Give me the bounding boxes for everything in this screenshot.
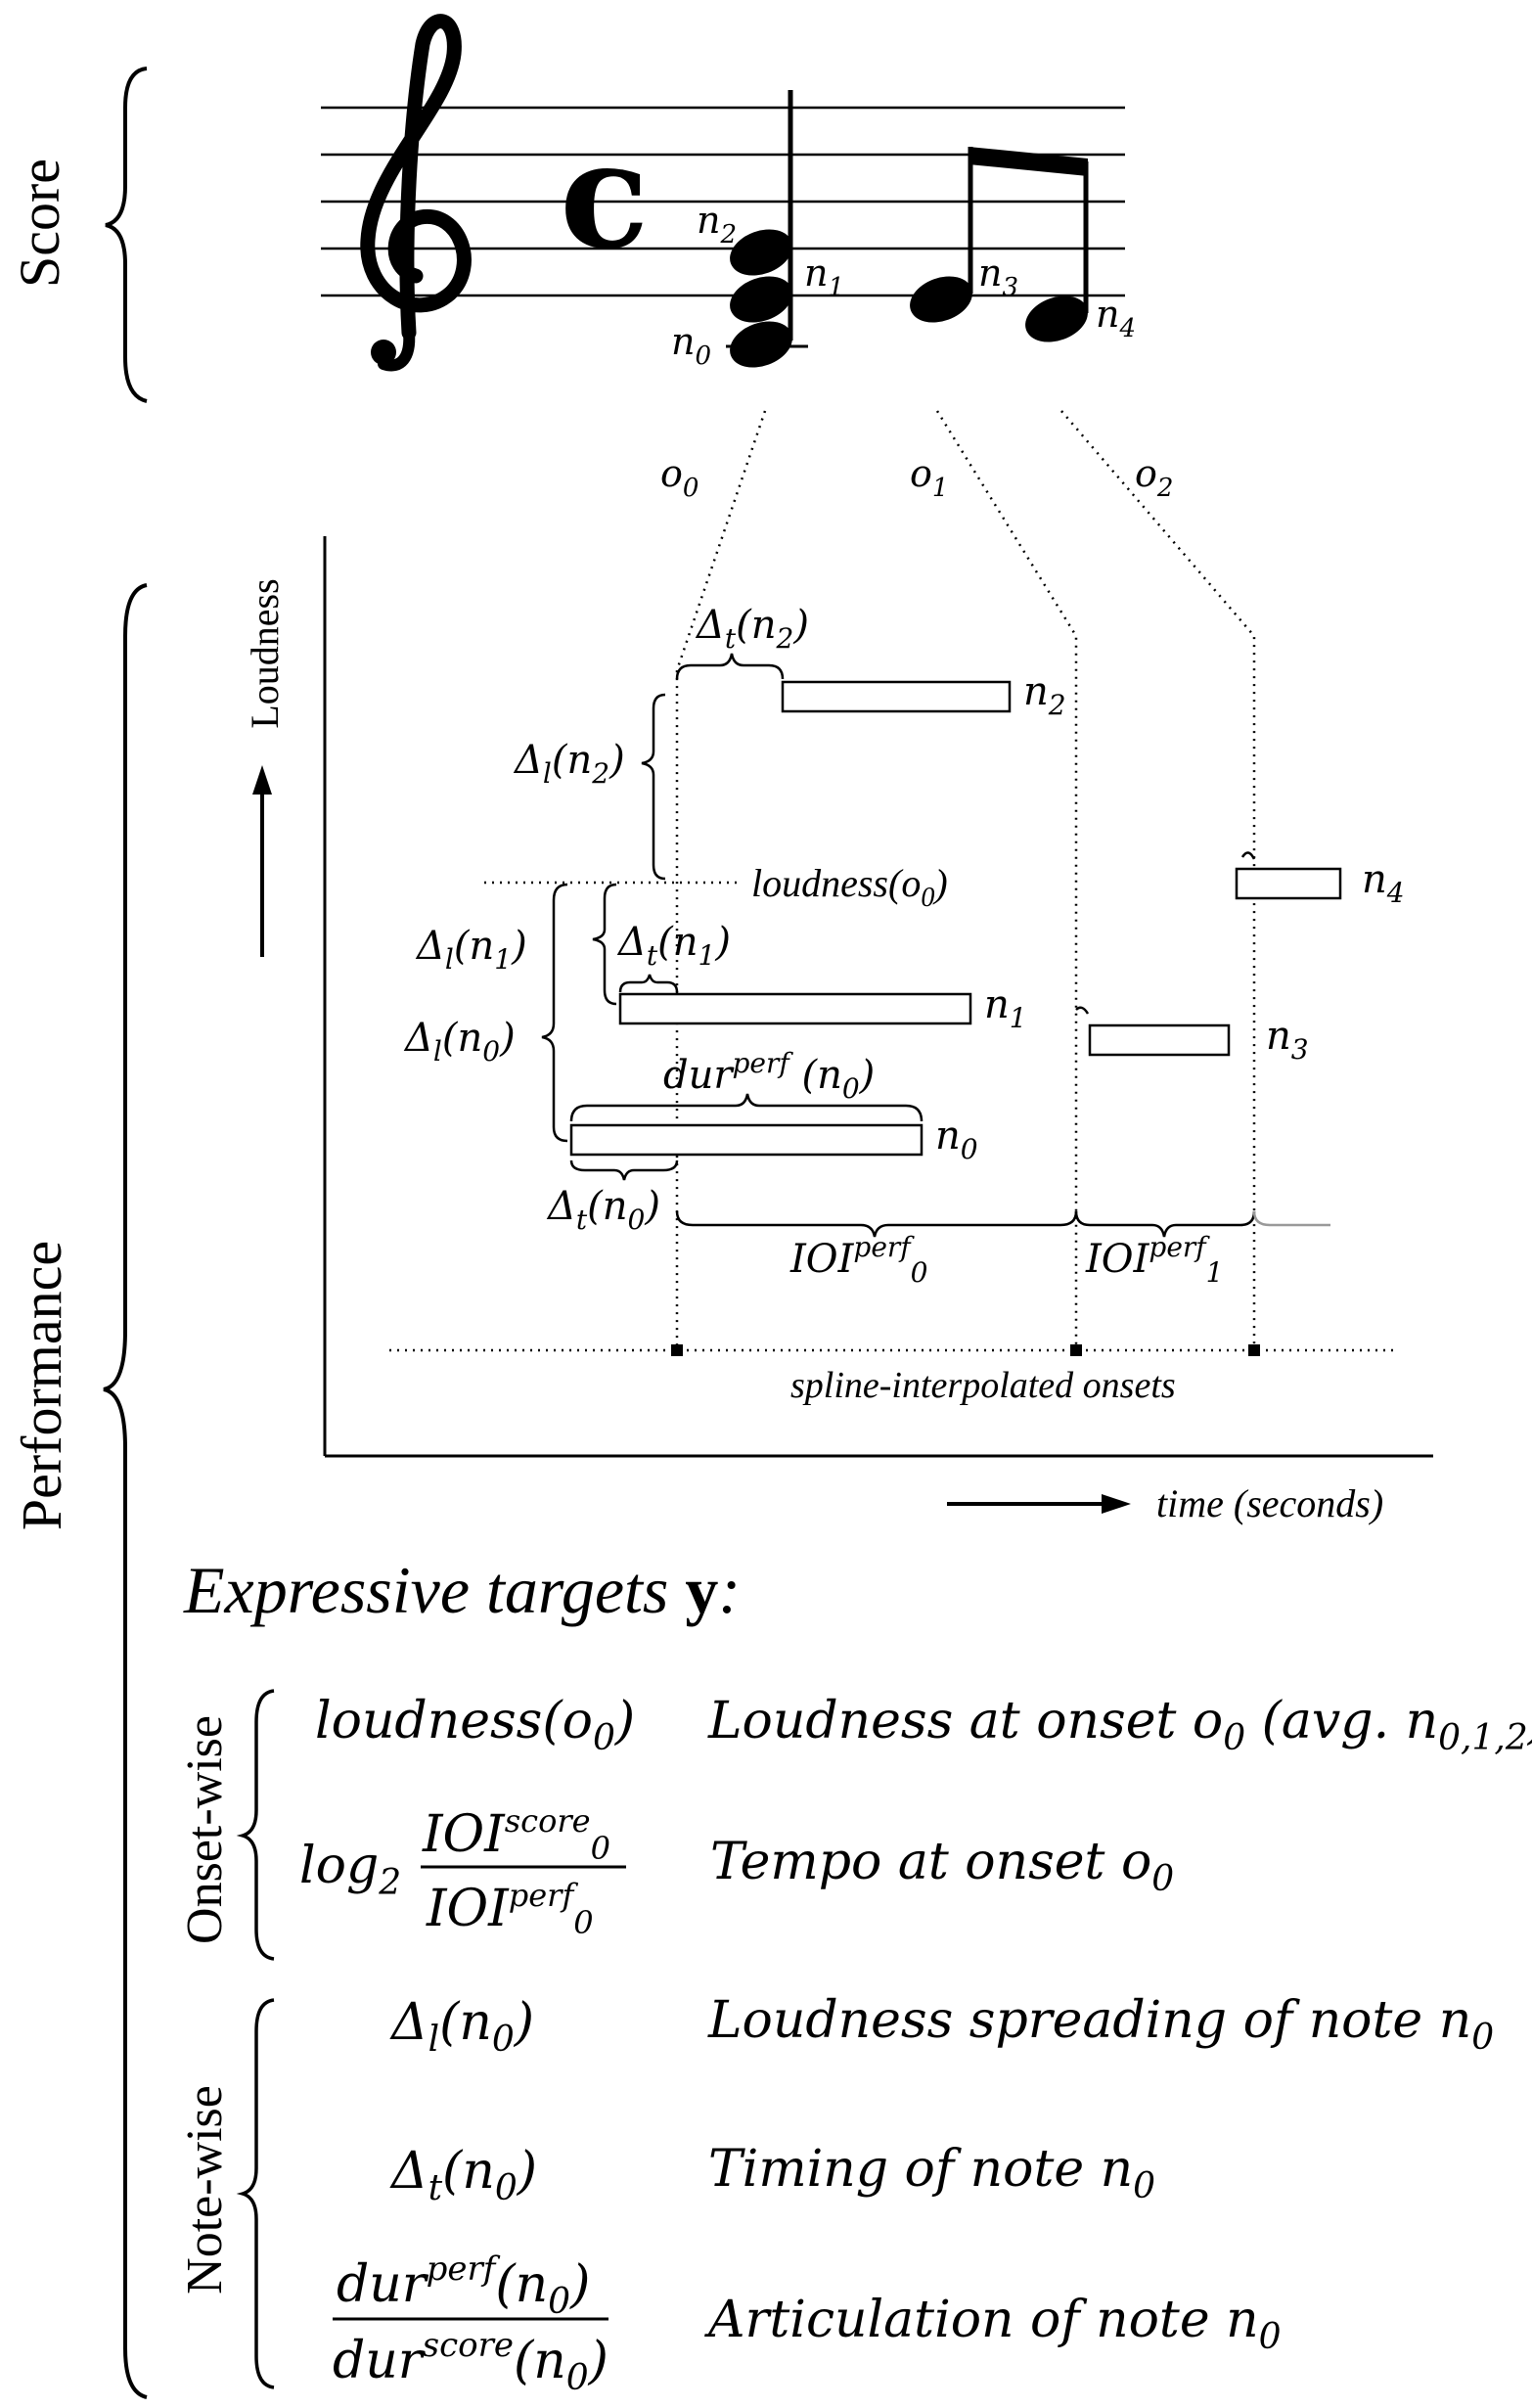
- label-delta-l-n1: Δl(n1): [415, 924, 527, 976]
- plot-axes: [323, 536, 1433, 1458]
- spline-label: spline-interpolated onsets: [790, 1365, 1176, 1406]
- x-axis-arrow-icon: [947, 1494, 1131, 1514]
- brace-delta-l-n1: [592, 883, 617, 1006]
- formula-delta-l-n0: Δl(n0): [389, 1993, 534, 2060]
- brace-delta-t-n1: [618, 974, 679, 993]
- note-head-n2: [730, 229, 792, 276]
- plot-label-n3: n3: [1266, 1014, 1309, 1066]
- score-note-labels: n2 n1 n0 n3 n4: [671, 199, 1136, 371]
- formula-ioi-perf-0: IOIperf0: [426, 1877, 594, 1941]
- label-delta-t-n0: Δt(n0): [546, 1184, 660, 1236]
- label-delta-l-n2: Δl(n2): [513, 738, 625, 790]
- hook-n4: [1240, 851, 1256, 860]
- perf-note-n2: [781, 680, 1012, 713]
- formula-dur-score-n0: durscore(n0): [333, 2326, 608, 2398]
- treble-clef-icon: [360, 14, 472, 372]
- brace-ioi-perf-0: [675, 1210, 1078, 1238]
- target-descriptions: Loudness at onset o0 (avg. n0,1,2) Tempo…: [704, 1692, 1532, 2357]
- plot-braces: [541, 653, 1330, 1238]
- formula-loudness-o0: loudness(o0): [315, 1692, 635, 1758]
- onset-label-o2: o2: [1135, 452, 1173, 503]
- brace-delta-l-n2: [641, 693, 666, 881]
- perf-note-n0: [569, 1123, 924, 1157]
- note-head-n0: [730, 321, 792, 368]
- formula-log2: log2: [299, 1837, 401, 1903]
- desc-loudness-onset: Loudness at onset o0 (avg. n0,1,2): [707, 1692, 1532, 1758]
- label-delta-l-n0: Δl(n0): [403, 1016, 516, 1068]
- brace-delta-t-n2: [675, 653, 785, 680]
- brace-ioi-perf-1: [1074, 1210, 1256, 1238]
- formula-delta-t-n0: Δt(n0): [389, 2142, 537, 2208]
- formula-dur-perf-n0: durperf(n0): [337, 2249, 590, 2322]
- perf-note-n4: [1235, 867, 1342, 900]
- note-wise-brace: [236, 1998, 275, 2389]
- performance-section-label: Performance: [10, 1241, 73, 1530]
- perf-note-n1: [618, 992, 972, 1025]
- plot-label-n4: n4: [1362, 857, 1405, 909]
- score-label-n3: n3: [978, 251, 1018, 302]
- note-wise-label: Note-wise: [177, 2085, 233, 2294]
- score-label-n2: n2: [697, 199, 737, 250]
- onset-wise-brace: [236, 1689, 275, 1961]
- performance-brace: [103, 583, 148, 2399]
- hook-n3: [1075, 1006, 1090, 1015]
- onset-labels: o0 o1 o2: [660, 452, 1173, 503]
- plot-label-n2: n2: [1023, 669, 1066, 721]
- onset-wise-label: Onset-wise: [177, 1715, 233, 1944]
- targets-heading: Expressive targets y:: [183, 1553, 741, 1627]
- plot-annotations: Δt(n2) Δl(n2) Δl(n1) Δt(n1) Δl(n0) durpe…: [403, 603, 1223, 1289]
- brace-ioi-perf-2-partial: [1252, 1210, 1330, 1227]
- plot-label-n0: n0: [935, 1113, 978, 1165]
- onset-label-o0: o0: [660, 452, 698, 503]
- label-ioi-perf-0: IOIperf0: [789, 1231, 927, 1289]
- staff: [321, 106, 1125, 297]
- chord-n0-n1-n2: [726, 90, 808, 368]
- desc-tempo-onset: Tempo at onset o0: [710, 1833, 1174, 1899]
- score-section-label: Score: [8, 159, 71, 288]
- score-brace: [105, 67, 148, 403]
- beamed-notes-n3-n4: [910, 147, 1089, 342]
- y-axis-label: Loudness: [243, 578, 287, 728]
- score-label-n0: n0: [671, 320, 711, 371]
- brace-delta-l-n0: [541, 883, 568, 1143]
- score-label-n1: n1: [804, 251, 844, 302]
- onset-label-o1: o1: [910, 452, 948, 503]
- note-head-n1: [730, 276, 792, 323]
- note-head-n4: [1025, 295, 1088, 342]
- target-formulas: loudness(o0) log2 IOIscore0 IOIperf0 Δl(…: [299, 1692, 635, 2398]
- label-delta-t-n2: Δt(n2): [695, 603, 809, 655]
- note-head-n3: [910, 276, 972, 323]
- brace-delta-t-n0: [569, 1159, 679, 1181]
- spline-onset-markers: [671, 1344, 1260, 1356]
- desc-articulation: Articulation of note n0: [704, 2291, 1282, 2357]
- plot-note-labels: n2 n1 n0 n3 n4: [935, 669, 1405, 1165]
- score-label-n4: n4: [1096, 293, 1136, 343]
- y-axis-arrow-icon: [252, 765, 272, 957]
- loudness-reference-label: loudness(o0): [751, 861, 948, 913]
- label-dur-perf-n0: durperf (n0): [663, 1047, 875, 1105]
- desc-timing: Timing of note n0: [708, 2140, 1155, 2206]
- x-axis-label: time (seconds): [1156, 1481, 1383, 1525]
- performed-notes: [569, 680, 1342, 1157]
- formula-ioi-score-0: IOIscore0: [422, 1802, 610, 1867]
- time-signature-common: c: [560, 110, 649, 282]
- perf-note-n3: [1088, 1023, 1231, 1057]
- label-ioi-perf-1: IOIperf1: [1085, 1231, 1223, 1289]
- plot-label-n1: n1: [984, 982, 1027, 1034]
- label-delta-t-n1: Δt(n1): [616, 920, 731, 972]
- desc-loudness-spreading: Loudness spreading of note n0: [707, 1991, 1494, 2058]
- brace-dur-perf-n0: [569, 1093, 924, 1122]
